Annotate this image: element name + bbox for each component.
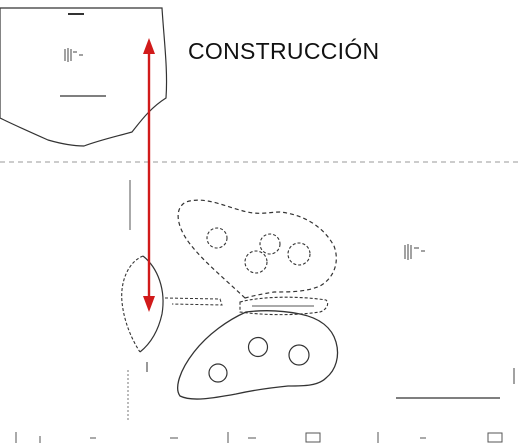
arrow-head-bottom (143, 296, 155, 312)
butterfly-body (239, 296, 329, 316)
body-connector-dashed (164, 297, 223, 306)
upper-wing-spot-2 (259, 233, 281, 255)
left-half-solid (139, 255, 164, 353)
lower-wing-spot-1 (247, 336, 269, 358)
top-piece-outline (0, 7, 168, 147)
lower-wing-outline (177, 310, 339, 400)
upper-wing-spot-4 (287, 242, 311, 266)
upper-wing-spot-1 (206, 227, 228, 249)
bottom-ticks (15, 432, 503, 443)
red-double-arrow (143, 38, 155, 312)
construccion-label: CONSTRUCCIÓN (188, 38, 380, 64)
body-outline (239, 296, 329, 316)
left-half-dashed (121, 255, 144, 353)
top-piece-mark (64, 48, 83, 62)
lower-wing-spot-2 (288, 344, 310, 366)
arrow-head-top (143, 38, 155, 54)
upper-wing-outline (177, 199, 337, 299)
left-half-piece (121, 255, 164, 353)
upper-wing (177, 199, 337, 299)
lower-wing (177, 310, 339, 400)
top-pattern-piece (0, 7, 168, 147)
upper-wing-spot-3 (244, 250, 268, 274)
lower-wing-spot-3 (208, 363, 228, 383)
right-mark (404, 244, 425, 260)
